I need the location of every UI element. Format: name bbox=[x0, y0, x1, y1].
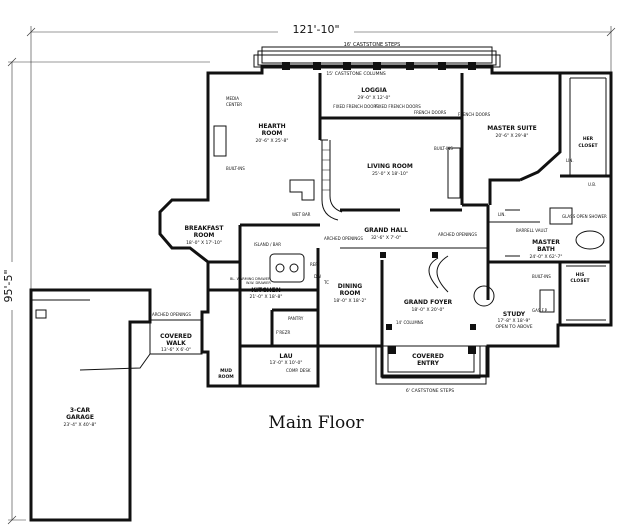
freezer-note: F'REZR bbox=[276, 330, 290, 335]
lin-note-1: LIN. bbox=[566, 158, 574, 163]
island-bar-note: ISLAND / BAR bbox=[254, 242, 281, 247]
her-closet-label-2: CLOSET bbox=[578, 143, 598, 149]
rear-terrace: 16' CASTSTONE STEPS 15' CASTSTONE COLUMN… bbox=[253, 42, 501, 77]
ww-drawer-note: W.W. DRAWER bbox=[246, 281, 271, 285]
arched-openings-3: ARCHED OPENINGS bbox=[152, 312, 191, 317]
arched-openings-2: ARCHED OPENINGS bbox=[438, 232, 477, 237]
living-size: 25'-0" X 18'-10" bbox=[372, 171, 408, 177]
covered-entry-name: COVERED bbox=[412, 353, 444, 360]
hearth-room-name-2: ROOM bbox=[262, 130, 283, 137]
ub-note: U.B. bbox=[588, 182, 596, 187]
dining-size: 18'-0" X 18'-2" bbox=[334, 298, 367, 304]
garage-outline bbox=[29, 288, 152, 522]
lau-size: 13'-0" X 10'-0" bbox=[270, 360, 303, 366]
media-center-note-2: CENTER bbox=[226, 102, 242, 107]
warming-drawer-note: BL. WARMING DRAWER bbox=[230, 277, 271, 281]
breakfast-name-2: ROOM bbox=[194, 232, 215, 239]
loggia-size: 29'-0" X 12'-0" bbox=[358, 95, 391, 101]
grand-hall-size: 32'-6" X 7'-0" bbox=[371, 235, 401, 241]
width-dimension: 121'-10" bbox=[26, 22, 616, 290]
loggia-name: LOGGIA bbox=[361, 87, 387, 94]
covered-walk-name-2: WALK bbox=[166, 340, 186, 347]
media-center-note: MEDIA bbox=[226, 96, 239, 101]
dining-name-2: ROOM bbox=[340, 290, 361, 297]
columns-14-note: 14' COLUMNS bbox=[396, 320, 424, 325]
depth-dimension: 95'-5" bbox=[2, 57, 210, 525]
built-ins-living-note: BUILT-INS bbox=[434, 146, 453, 151]
garage-name-2: GARAGE bbox=[66, 414, 94, 421]
french-doors-2: FRENCH DOORS bbox=[458, 112, 491, 117]
study-note: OPEN TO ABOVE bbox=[495, 324, 532, 330]
dining-name: DINING bbox=[338, 283, 362, 290]
mud-room-label-2: ROOM bbox=[218, 374, 234, 380]
room-labels: LOGGIA 29'-0" X 12'-0" HEARTH ROOM 20'-6… bbox=[64, 87, 599, 428]
breakfast-size: 18'-0" X 17'-10" bbox=[186, 240, 222, 246]
steps-bottom-label: 6' CASTSTONE STEPS bbox=[406, 388, 454, 394]
covered-walk-size: 13'-6" X 6'-0" bbox=[161, 347, 191, 353]
foyer-size: 18'-0" X 20'-0" bbox=[412, 307, 445, 313]
grand-hall-name: GRAND HALL bbox=[364, 227, 408, 234]
fixed-french-doors-1: FIXED FRENCH DOORS bbox=[333, 104, 379, 109]
lau-name: LAU bbox=[279, 353, 292, 360]
gas-fp-note: GAS F.P. bbox=[532, 308, 548, 313]
built-ins-bath-note: BUILT-INS bbox=[532, 274, 551, 279]
hearth-room-name: HEARTH bbox=[258, 123, 285, 130]
master-bath-name-2: BATH bbox=[537, 246, 555, 253]
master-bath-name: MASTER bbox=[532, 239, 560, 246]
covered-entry-name-2: ENTRY bbox=[417, 360, 440, 367]
built-ins-hearth-note: BUILT-INS bbox=[226, 166, 245, 171]
hearth-size: 20'-6" X 25'-8" bbox=[256, 138, 289, 144]
living-name: LIVING ROOM bbox=[367, 163, 413, 170]
kitchen-size: 21'-0" X 18'-8" bbox=[250, 294, 283, 300]
his-closet-label-2: CLOSET bbox=[570, 278, 590, 284]
covered-walk-name: COVERED bbox=[160, 333, 192, 340]
her-closet-label: HER bbox=[583, 136, 594, 142]
fixed-french-doors-2: FIXED FRENCH DOORS bbox=[375, 104, 421, 109]
lin-note-2: LIN. bbox=[498, 212, 506, 217]
width-label: 121'-10" bbox=[292, 23, 339, 36]
pantry-note: PANTRY bbox=[288, 316, 304, 321]
depth-label: 95'-5" bbox=[2, 269, 15, 302]
garage-size: 23'-4" X 40'-8" bbox=[64, 422, 97, 428]
garage-name: 3-CAR bbox=[70, 407, 91, 414]
glass-shower-note: GLASS OPEN SHOWER bbox=[562, 214, 607, 219]
columns-top-label: 15' CASTSTONE COLUMNS bbox=[326, 71, 386, 77]
arched-openings-1: ARCHED OPENINGS bbox=[324, 236, 363, 241]
comp-desk-note: COMP. DESK bbox=[286, 368, 311, 373]
foyer-name: GRAND FOYER bbox=[404, 299, 453, 306]
steps-top-label: 16' CASTSTONE STEPS bbox=[344, 42, 401, 48]
floor-caption: Main Floor bbox=[268, 413, 364, 433]
master-suite-name: MASTER SUITE bbox=[487, 125, 536, 132]
breakfast-name: BREAKFAST bbox=[184, 225, 224, 232]
tc-note: TC bbox=[323, 280, 329, 285]
dw-note: DW bbox=[314, 274, 321, 279]
kitchen-name: KITCHEN bbox=[251, 287, 281, 294]
study-name: STUDY bbox=[503, 311, 526, 318]
mud-room-label: MUD bbox=[220, 368, 232, 374]
wet-bar-note: WET BAR bbox=[292, 212, 311, 217]
house-outline bbox=[79, 65, 613, 388]
his-closet-label: HIS bbox=[576, 272, 585, 278]
master-bath-size: 24'-0" X 62'-7" bbox=[530, 254, 563, 260]
annotations: MEDIA CENTER BUILT-INS WET BAR FIXED FRE… bbox=[152, 96, 607, 394]
barrell-vault-note: BARRELL VAULT bbox=[516, 228, 548, 233]
french-doors-1: FRENCH DOORS bbox=[414, 110, 447, 115]
study-size: 17'-8" X 18'-9" bbox=[498, 318, 531, 324]
master-suite-size: 20'-6" X 29'-8" bbox=[496, 133, 529, 139]
ref-note: REF. bbox=[310, 262, 318, 267]
